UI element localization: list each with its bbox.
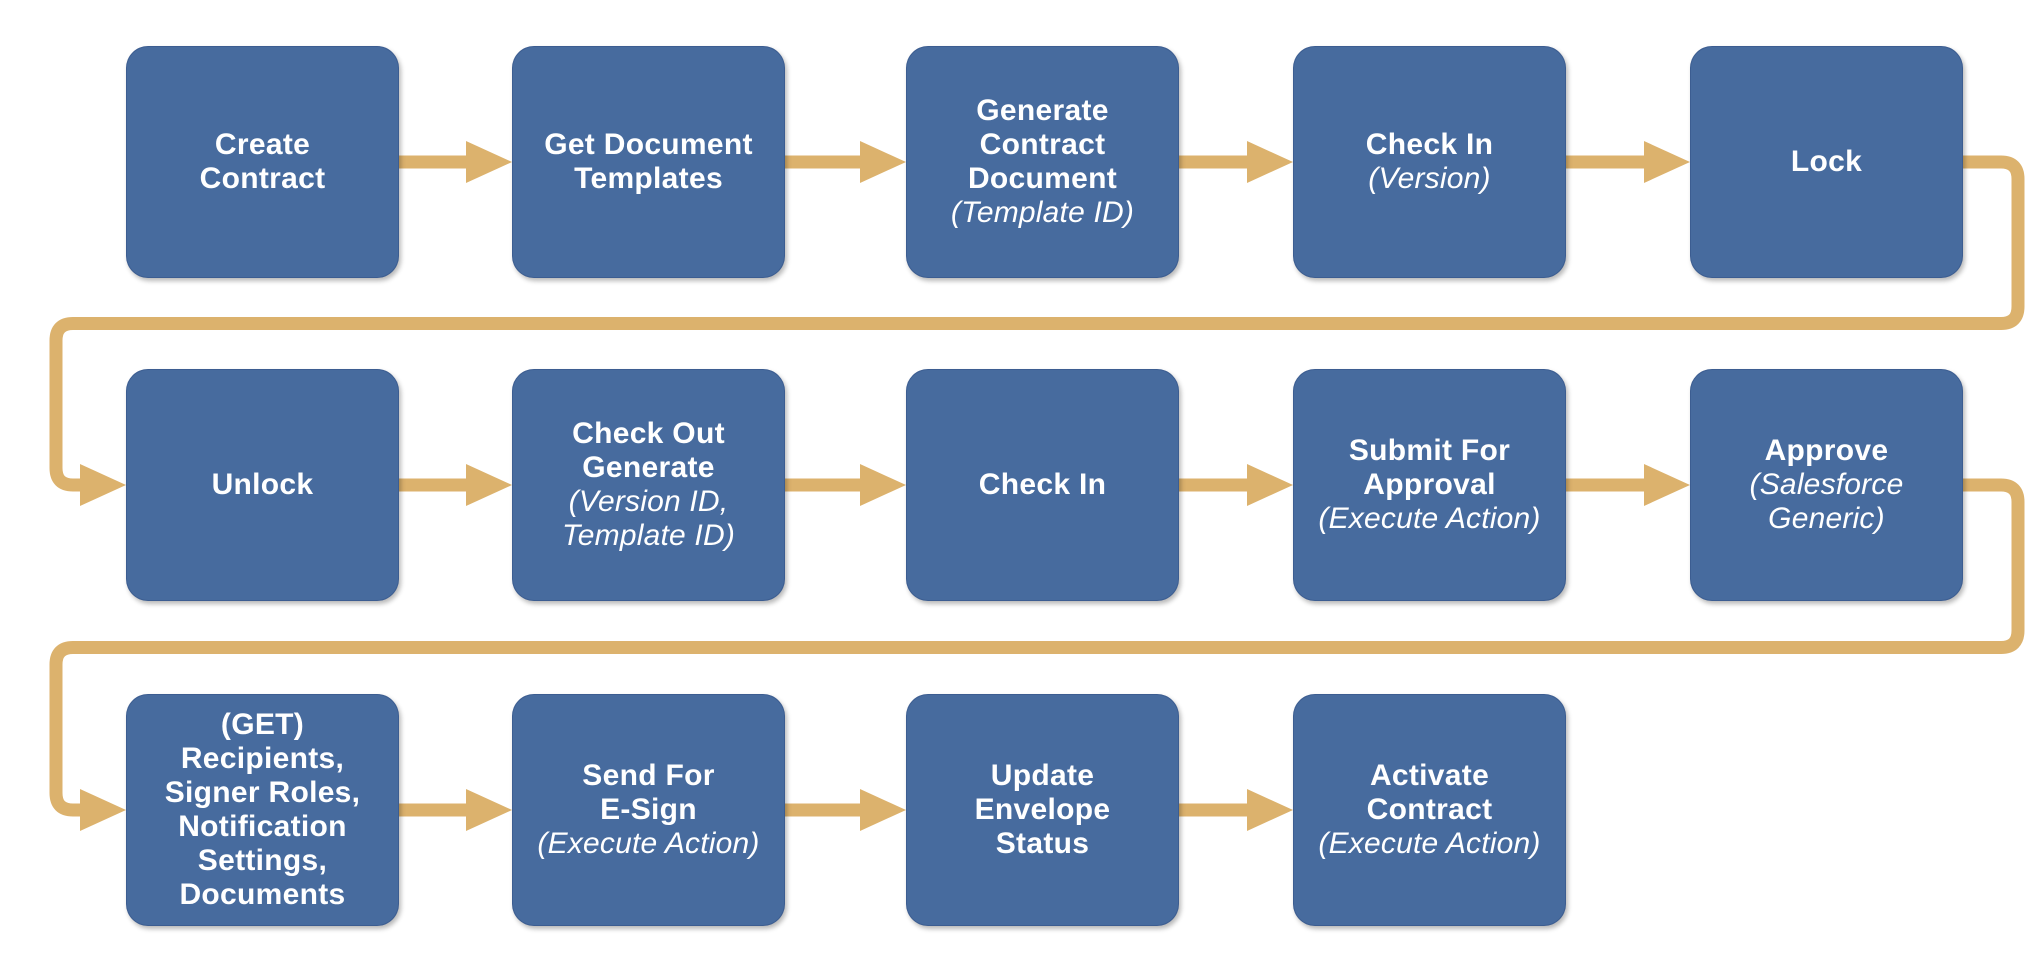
wrap-connector-approve-to-get-recipients-signer-roles-notification-settings-documents: [49, 478, 2025, 817]
arrowhead-update-envelope-status-to-activate-contract: [1247, 789, 1293, 831]
step-subtitle-line: (Version ID,: [568, 485, 729, 518]
arrowhead-generate-contract-document-to-check-in-version: [1247, 141, 1293, 183]
step-title-line: Create: [214, 128, 311, 161]
step-title-line: E-Sign: [600, 793, 697, 826]
step-title-line: Approve: [1764, 434, 1889, 467]
step-title-line: Settings,: [197, 844, 328, 877]
step-title-line: Contract: [979, 128, 1106, 161]
step-title-line: Status: [995, 827, 1090, 860]
step-title-line: Notification: [178, 810, 347, 843]
arrowhead-unlock-to-check-out-generate: [466, 464, 512, 506]
step-subtitle-line: (Execute Action): [1318, 502, 1541, 535]
arrowhead-check-in-to-submit-for-approval: [1247, 464, 1293, 506]
flow-step-unlock: Unlock: [126, 369, 399, 601]
arrowhead-submit-for-approval-to-approve: [1644, 464, 1690, 506]
step-title-line: Get Document: [544, 128, 753, 161]
step-title-line: Send For: [582, 759, 715, 792]
arrowhead-approve-to-get-recipients-signer-roles-notification-settings-documents: [80, 789, 126, 831]
wrap-connector-lock-to-unlock: [49, 155, 2025, 492]
step-title-line: Check Out: [572, 417, 725, 450]
step-title-line: Signer Roles,: [164, 776, 361, 809]
step-subtitle-line: (Salesforce: [1749, 468, 1904, 501]
arrowhead-get-recipients-signer-roles-notification-settings-documents-to-send-for-e-sign: [466, 789, 512, 831]
step-title-line: Check In: [978, 468, 1107, 501]
step-title-line: Generate: [976, 94, 1109, 127]
step-subtitle-line: Generic): [1768, 502, 1885, 535]
step-title-line: Templates: [574, 162, 723, 195]
step-title-line: Check In: [1365, 128, 1494, 161]
arrowhead-check-in-version-to-lock: [1644, 141, 1690, 183]
step-subtitle-line: (Execute Action): [1318, 827, 1541, 860]
step-title-line: Unlock: [211, 468, 314, 501]
step-title-line: Approval: [1363, 468, 1496, 501]
step-title-line: Contract: [1366, 793, 1493, 826]
step-subtitle-line: (Template ID): [950, 196, 1135, 229]
step-title-line: Envelope: [974, 793, 1111, 826]
step-title-line: Generate: [582, 451, 715, 484]
arrowhead-send-for-e-sign-to-update-envelope-status: [860, 789, 906, 831]
step-subtitle-line: (Version): [1368, 162, 1491, 195]
step-title-line: Contract: [199, 162, 326, 195]
flow-step-get-recipients-signer-roles-notification-settings-documents: (GET)Recipients,Signer Roles,Notificatio…: [126, 694, 399, 926]
step-title-line: Document: [967, 162, 1118, 195]
flow-step-lock: Lock: [1690, 46, 1963, 278]
step-title-line: Activate: [1369, 759, 1490, 792]
arrowhead-get-document-templates-to-generate-contract-document: [860, 141, 906, 183]
step-title-line: Recipients,: [180, 742, 345, 775]
step-title-line: Lock: [1790, 145, 1863, 178]
step-subtitle-line: Template ID): [561, 519, 736, 552]
step-title-line: Submit For: [1348, 434, 1511, 467]
arrowhead-create-contract-to-get-document-templates: [466, 141, 512, 183]
arrowhead-lock-to-unlock: [80, 464, 126, 506]
step-title-line: (GET): [220, 708, 305, 741]
arrowhead-check-out-generate-to-check-in: [860, 464, 906, 506]
step-subtitle-line: (Execute Action): [537, 827, 760, 860]
step-title-line: Update: [990, 759, 1095, 792]
step-title-line: Documents: [179, 878, 346, 911]
flow-step-check-in: Check In: [906, 369, 1179, 601]
flow-step-check-in-version: Check In(Version): [1293, 46, 1566, 278]
